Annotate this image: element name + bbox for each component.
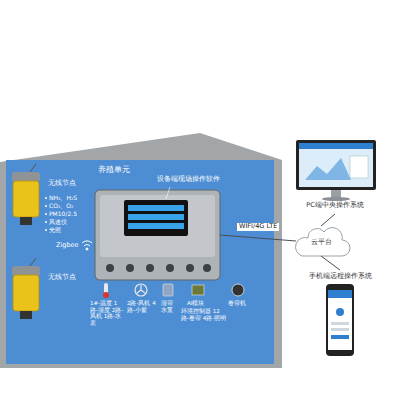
controller-housing <box>95 190 220 280</box>
wifi-arc <box>82 241 92 243</box>
phone-body <box>326 284 354 356</box>
leader-line <box>166 187 170 199</box>
sensor-type: NH₃、H₂S <box>49 194 77 201</box>
node-text: 无线节点 <box>48 274 76 282</box>
thermometer-bulb <box>103 292 109 298</box>
controller-device <box>95 187 220 280</box>
io-label: 卷帘机 <box>228 300 246 307</box>
fan-blades <box>137 285 145 293</box>
bullets <box>45 197 47 231</box>
pc-monitor <box>296 140 376 201</box>
sensor-device <box>12 258 40 319</box>
gland <box>126 264 134 272</box>
sensor-type: PM10/2.5 <box>49 210 77 217</box>
gland <box>203 264 211 272</box>
node-text: 无线节点 <box>48 180 76 188</box>
bullet <box>45 221 47 223</box>
mobile-phone <box>326 284 354 356</box>
unit-panel <box>6 160 274 364</box>
peripheral-icons <box>103 283 244 298</box>
gland <box>186 264 194 272</box>
login-panel <box>350 156 368 178</box>
monitor-screen <box>299 143 373 187</box>
gland <box>106 264 114 272</box>
bullet <box>45 213 47 215</box>
node-text: 云平台 <box>296 238 346 246</box>
screen-bar <box>128 214 184 220</box>
node-text: 手机端远程操作系统 <box>296 273 384 281</box>
phone-node: 手机端远程操作系统 <box>296 270 384 360</box>
io-label: 2路-风机 4路-小窗 <box>127 300 157 313</box>
connector-line <box>220 235 296 241</box>
sensor-cap <box>12 172 40 182</box>
monitor-base <box>322 197 350 201</box>
sensor-device <box>12 164 40 225</box>
monitor-bezel <box>296 140 376 190</box>
sensor-probe <box>20 311 32 319</box>
io-label: 1#-温度 1路-湿度 2路-风机 1路-水表 <box>90 300 124 326</box>
screen-bar <box>128 223 184 229</box>
phone-logo <box>336 308 344 316</box>
fan-icon <box>135 284 147 296</box>
roller-motor-icon <box>232 284 244 296</box>
edge-label: WIFI/4G LTE <box>237 223 279 231</box>
antenna <box>30 164 36 172</box>
house-roof <box>0 133 282 368</box>
bullet <box>45 197 47 199</box>
wifi-arc <box>84 245 90 246</box>
bullet <box>45 229 47 231</box>
node-text: PC端中央操作系统 <box>288 202 382 210</box>
monitor-stand <box>331 190 341 198</box>
node-text: 设备端现场操作软件 <box>157 176 220 184</box>
node-text: 养殖单元 <box>98 165 130 175</box>
io-label: AI模块 <box>187 300 204 307</box>
io-label: 湿帘 水泵 <box>161 300 177 313</box>
pc-node: PC端中央操作系统 <box>288 140 382 214</box>
sensor-node: 无线节点 <box>10 260 85 322</box>
sensor-probe <box>20 217 32 225</box>
controller-lid <box>100 195 215 257</box>
sensor-type: CO₂、O₂ <box>49 202 73 209</box>
phone-header <box>328 290 352 298</box>
login-button <box>331 335 349 339</box>
screen-bar <box>128 205 184 211</box>
unit-panel: 养殖单元设备端现场操作软件无线节点无线节点 <box>6 160 274 364</box>
phone-screen <box>328 290 352 350</box>
screen-graphic <box>305 158 351 180</box>
sensor-cap <box>12 266 40 276</box>
io-label: 环境控制器 12路-卷帘 4路-照明 <box>181 308 227 321</box>
controller-screen <box>124 200 188 236</box>
connector-line <box>321 214 335 226</box>
cloud-shape <box>296 228 350 256</box>
gland <box>146 264 154 272</box>
gland <box>166 264 174 272</box>
cable-glands <box>106 264 211 272</box>
pump-icon <box>163 284 173 296</box>
input-field <box>331 322 349 325</box>
connector-line <box>321 256 340 270</box>
cloud-node: 云平台 <box>296 226 346 256</box>
sensor-body <box>13 181 39 217</box>
sensor-type: 风速仪 <box>49 218 67 225</box>
controller-box: 设备端现场操作软件 <box>95 190 220 280</box>
input-field <box>331 328 349 331</box>
sensor-body <box>13 275 39 311</box>
wifi-dot <box>86 248 88 250</box>
bullet <box>45 205 47 207</box>
screen-header <box>299 143 373 149</box>
wireless-symbol <box>82 241 92 250</box>
sensor-type: 光照 <box>49 226 61 233</box>
protocol-label: Zigbee <box>56 242 79 250</box>
module-icon <box>192 285 204 295</box>
antenna <box>30 258 36 266</box>
